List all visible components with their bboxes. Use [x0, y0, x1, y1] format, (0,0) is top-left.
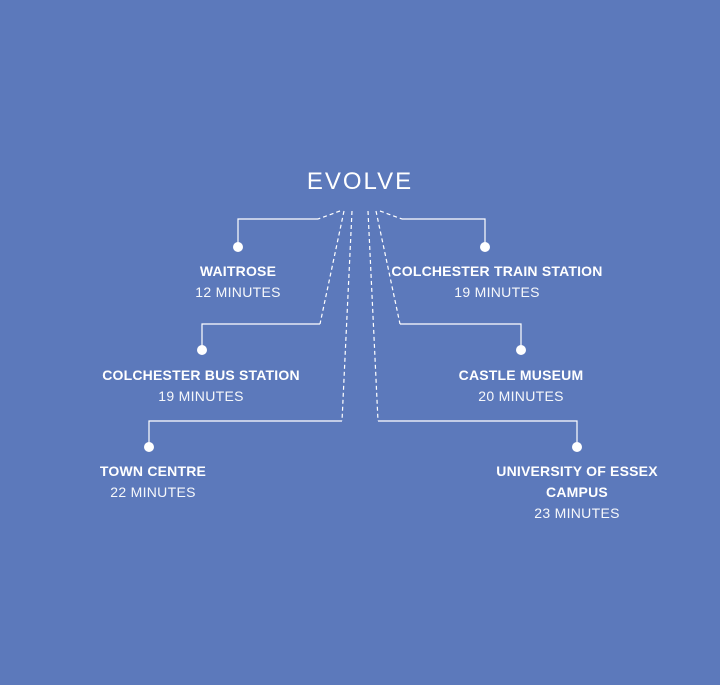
location-name: COLCHESTER TRAIN STATION: [391, 263, 603, 279]
node-dot-waitrose: [233, 242, 243, 252]
node-dot-university: [572, 442, 582, 452]
node-dot-bus-station: [197, 345, 207, 355]
location-time: 23 MINUTES: [534, 505, 620, 521]
location-name: CASTLE MUSEUM: [458, 367, 584, 383]
connector-town-centre: [148, 420, 342, 447]
node-dot-town-centre: [144, 442, 154, 452]
diagram-title: EVOLVE: [306, 168, 414, 195]
connector-waitrose: [237, 218, 318, 247]
location-university: UNIVERSITY OF ESSEX CAMPUS 23 MINUTES: [496, 461, 657, 524]
location-name: UNIVERSITY OF ESSEX: [496, 463, 658, 479]
location-time: 22 MINUTES: [110, 484, 196, 500]
location-town-centre: TOWN CENTRE 22 MINUTES: [100, 461, 206, 503]
connector-dashed-bus-station: [319, 210, 345, 325]
location-name: TOWN CENTRE: [99, 463, 207, 479]
connector-castle-museum: [400, 323, 522, 350]
connector-dashed-train-station: [379, 210, 403, 220]
location-time: 12 MINUTES: [195, 284, 281, 300]
location-time: 19 MINUTES: [454, 284, 540, 300]
location-waitrose: WAITROSE 12 MINUTES: [195, 261, 280, 303]
connector-university: [378, 420, 578, 447]
connector-dashed-university: [367, 210, 379, 422]
connector-dashed-waitrose: [317, 210, 341, 220]
location-name: COLCHESTER BUS STATION: [102, 367, 300, 383]
connector-train-station: [402, 218, 486, 247]
location-name-line-2: CAMPUS: [546, 484, 608, 500]
location-bus-station: COLCHESTER BUS STATION 19 MINUTES: [102, 365, 300, 407]
node-dot-train-station: [480, 242, 490, 252]
location-castle-museum: CASTLE MUSEUM 20 MINUTES: [459, 365, 584, 407]
connector-bus-station: [201, 323, 320, 350]
location-time: 19 MINUTES: [158, 388, 244, 404]
location-train-station: COLCHESTER TRAIN STATION 19 MINUTES: [391, 261, 602, 303]
location-name: WAITROSE: [199, 263, 277, 279]
connector-dashed-castle-museum: [375, 210, 401, 325]
connector-dashed-town-centre: [341, 210, 353, 422]
node-dot-castle-museum: [516, 345, 526, 355]
location-time: 20 MINUTES: [478, 388, 564, 404]
